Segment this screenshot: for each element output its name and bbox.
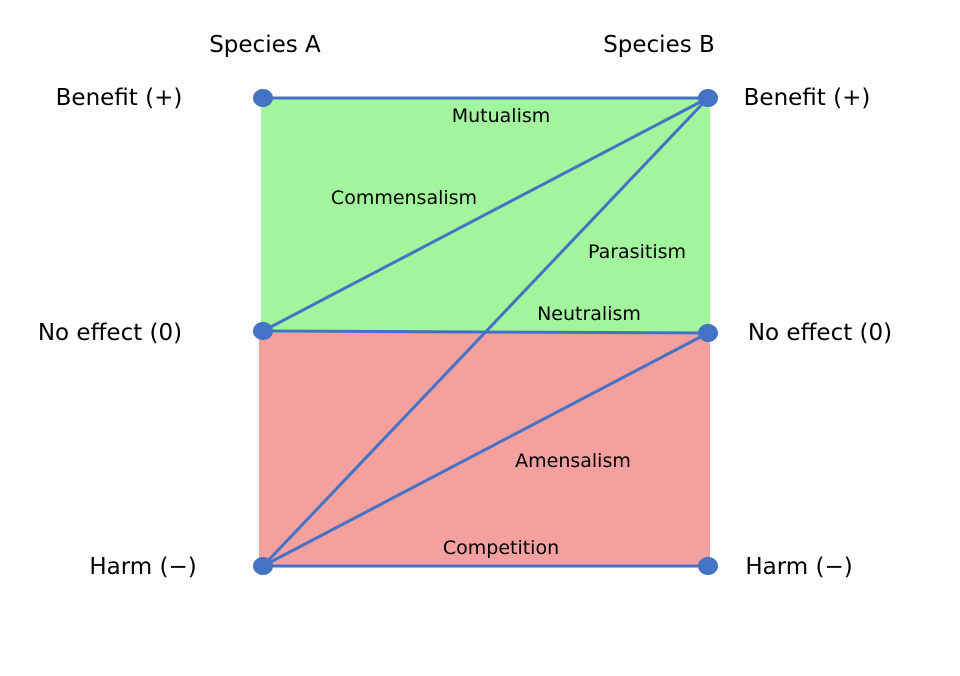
neutralism-label: Neutralism: [537, 303, 641, 325]
node-b-harm: [698, 557, 718, 575]
node-b-neutral: [698, 324, 718, 342]
left-benefit-label: Benefit (+): [56, 85, 183, 111]
species-b-header: Species B: [603, 32, 715, 58]
left-harm-label: Harm (−): [89, 554, 196, 580]
mutualism-label: Mutualism: [452, 105, 551, 127]
amensalism-line: [262, 331, 709, 568]
species-a-header: Species A: [209, 32, 321, 58]
right-benefit-label: Benefit (+): [744, 85, 871, 111]
commensalism-line: [262, 96, 709, 333]
right-harm-label: Harm (−): [745, 554, 852, 580]
parasitism-label: Parasitism: [588, 241, 686, 263]
node-a-neutral: [253, 322, 273, 340]
neutralism-line: [262, 329, 709, 335]
node-a-harm: [253, 557, 273, 575]
amensalism-label: Amensalism: [515, 450, 631, 472]
node-a-benefit: [253, 89, 273, 107]
right-neutral-label: No effect (0): [748, 320, 892, 346]
left-neutral-label: No effect (0): [38, 320, 182, 346]
node-b-benefit: [698, 89, 718, 107]
competition-label: Competition: [443, 537, 559, 559]
commensalism-label: Commensalism: [331, 187, 477, 209]
